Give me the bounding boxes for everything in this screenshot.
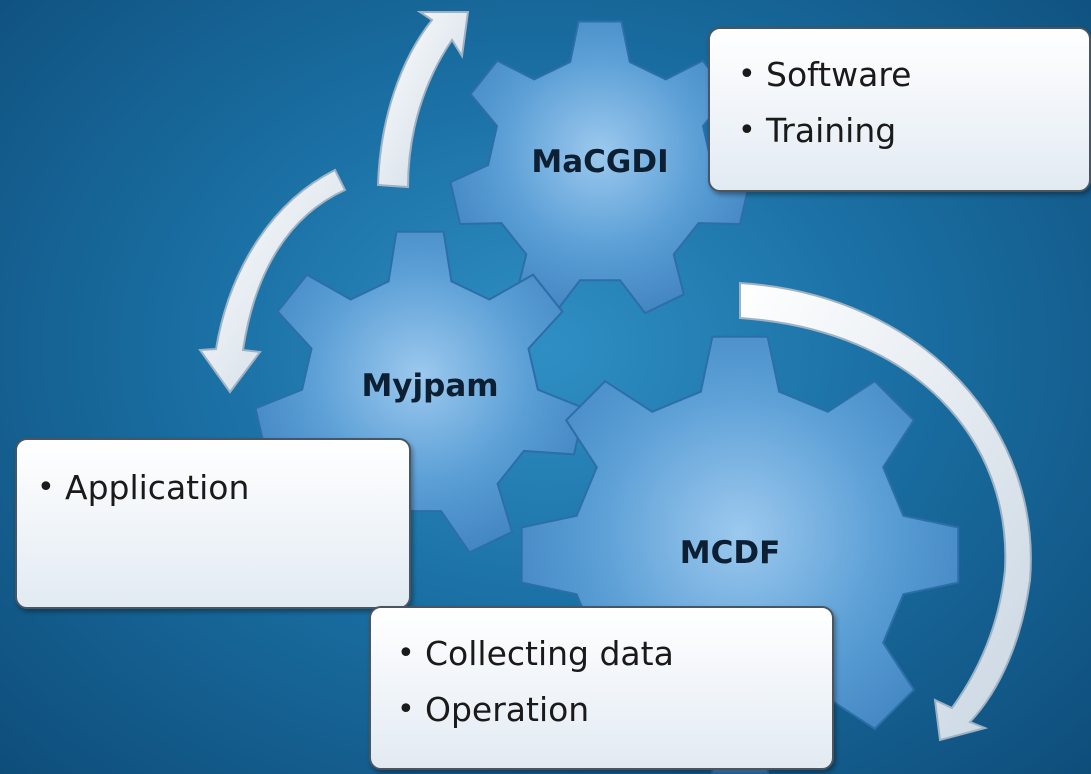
gear-label-mcdf: MCDF — [679, 535, 781, 571]
callout-mcdf: Collecting data Operation — [369, 606, 834, 770]
gears — [254, 20, 960, 774]
list-item: Software — [732, 47, 1089, 103]
gear-label-macgdi: MaCGDI — [531, 144, 669, 180]
gear-macgdi — [449, 20, 751, 315]
callout-myjpam-list: Application — [31, 460, 409, 516]
list-item: Training — [732, 103, 1089, 159]
list-item: Application — [31, 460, 409, 516]
arrow-around-mcdf — [739, 281, 1032, 742]
callout-myjpam: Application — [15, 438, 411, 609]
gear-label-myjpam: Myjpam — [361, 368, 499, 404]
callout-macgdi: Software Training — [708, 27, 1091, 192]
list-item: Operation — [391, 682, 832, 738]
arrow-up-to-macgdi — [376, 11, 470, 189]
arrow-down-to-myjpam — [198, 168, 347, 394]
list-item: Collecting data — [391, 626, 832, 682]
callout-mcdf-list: Collecting data Operation — [391, 626, 832, 738]
callout-macgdi-list: Software Training — [732, 47, 1089, 159]
cycle-arrows — [198, 11, 1032, 742]
